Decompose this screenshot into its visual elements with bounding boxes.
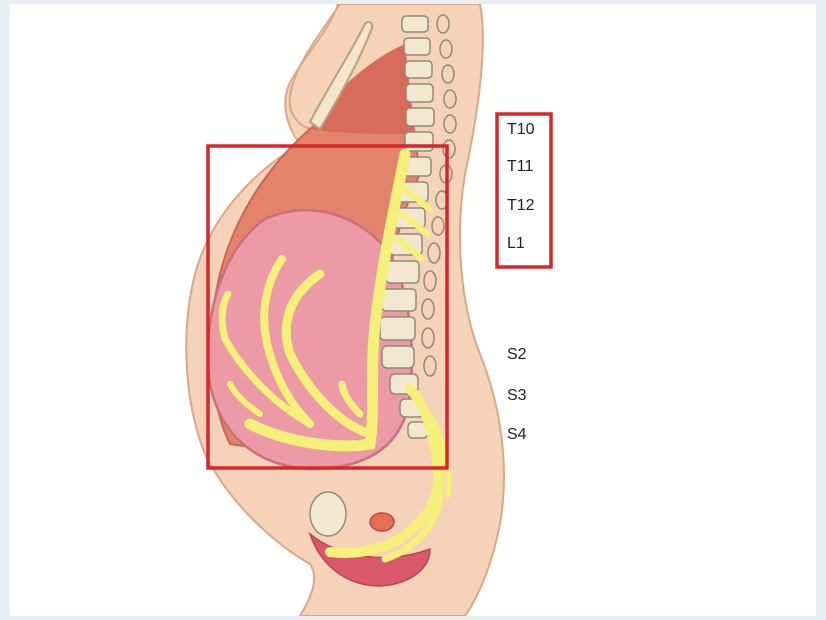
level-label-t11: T11	[507, 158, 533, 176]
level-label-l1: L1	[507, 235, 525, 253]
pubic-bone	[310, 492, 346, 536]
level-label-t10: T10	[507, 121, 535, 139]
pregnancy-nerve-diagram	[10, 4, 816, 616]
bladder	[370, 513, 394, 531]
level-label-s3: S3	[507, 387, 527, 405]
level-label-t12: T12	[507, 197, 535, 215]
diagram-canvas: T10 T11 T12 L1 S2 S3 S4	[10, 4, 816, 616]
level-label-s2: S2	[507, 346, 527, 364]
level-label-s4: S4	[507, 426, 527, 444]
